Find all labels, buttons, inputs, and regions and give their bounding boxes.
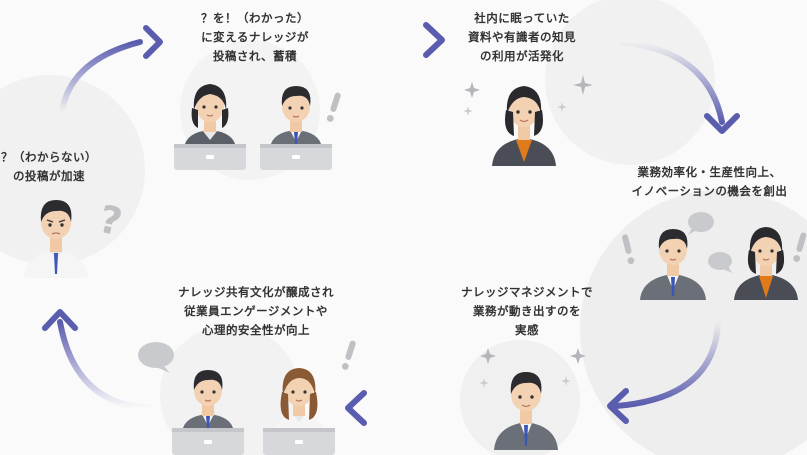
step-6-label: ？（わからない） の投稿が加速 — [1, 150, 97, 183]
step-3-label: 業務効率化・生産性向上、 イノベーションの機会を創出 — [631, 165, 788, 198]
woman-laptop-figure — [263, 368, 335, 455]
arrow-5-to-6 — [42, 309, 153, 411]
man-figure — [640, 229, 706, 300]
sparkle-icon — [479, 348, 586, 388]
exclamation-icon — [622, 234, 635, 265]
woman-figure — [734, 227, 798, 300]
arrow-6-to-1 — [59, 25, 163, 115]
arrow-2-to-3 — [617, 39, 740, 134]
speech-bubble-icon — [138, 342, 174, 373]
step-4-label: ナレッジマネジメントで 業務が動き出すのを 実感 — [461, 285, 593, 337]
speech-bubble-icon — [708, 252, 732, 273]
step-1-label: ？を！（わかった） に変えるナレッジが 投稿され、蓄積 — [201, 11, 309, 63]
man-figure — [24, 200, 88, 278]
man-laptop-figure — [172, 370, 244, 455]
step-5-label: ナレッジ共有文化が醸成され 従業員エンゲージメントや 心理的安全性が向上 — [178, 285, 334, 337]
sparkle-icon — [463, 82, 567, 116]
arrow-3-to-4 — [607, 319, 721, 424]
question-mark-icon: ? — [96, 198, 126, 240]
exclamation-icon — [341, 340, 356, 370]
woman-figure — [492, 86, 556, 166]
speech-bubble-icon — [688, 212, 714, 235]
man-figure — [494, 372, 558, 450]
woman-laptop-figure — [174, 84, 246, 170]
arrow-4-to-5 — [345, 390, 473, 426]
exclamation-icon — [793, 232, 807, 262]
exclamation-icon — [326, 92, 341, 122]
man-laptop-figure — [260, 86, 332, 170]
step-2-label: 社内に眠っていた 資料や有識者の知見 の利用が活発化 — [468, 11, 576, 63]
question-mark-glyph: ? — [96, 198, 126, 240]
arrow-1-to-2 — [322, 22, 445, 58]
sparkle-icon — [573, 75, 593, 95]
